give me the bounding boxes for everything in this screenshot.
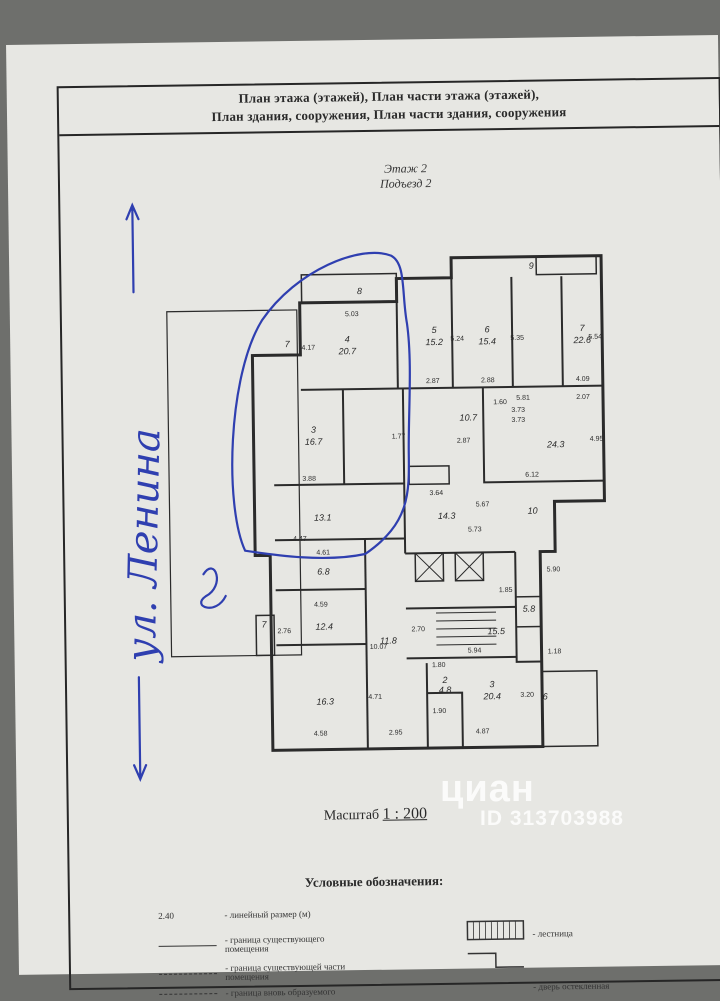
legend-right-text: - дверь остекленная: [533, 980, 610, 992]
dimension-label: 1.60: [493, 399, 507, 406]
handwritten-street-name: ул. Ленина: [119, 428, 170, 664]
scale-caption: Масштаб: [323, 807, 380, 824]
scale-label: Масштаб 1 : 200: [324, 805, 427, 824]
room-area: 12.4: [315, 621, 333, 631]
dimension-label: 10.07: [370, 644, 388, 651]
room-area: 22.6: [572, 335, 591, 345]
legend-line-dashed: [159, 972, 218, 975]
dimension-label: 4.47: [293, 536, 307, 543]
document-sheet: План этажа (этажей), План части этажа (э…: [6, 35, 720, 998]
legend-item: - граница вновь образуемого: [159, 987, 335, 999]
dimension-label: 5.35: [510, 335, 524, 342]
room-area: 14.3: [438, 511, 456, 521]
room-number: 8: [357, 286, 362, 296]
dimension-label: 5.81: [516, 395, 530, 402]
dimension-label: 3.64: [429, 490, 443, 497]
legend-symbols: [466, 920, 525, 968]
dimension-label: 4.71: [368, 694, 382, 701]
dimension-label: 2.95: [389, 730, 403, 737]
handwritten-markings: [125, 202, 411, 782]
legend-line-solid: [158, 944, 217, 947]
room-area: 6.8: [317, 567, 330, 577]
room-area: 20.7: [338, 346, 358, 356]
dimension-label: 4.58: [314, 731, 328, 738]
dimension-label: 4.95: [590, 436, 604, 443]
watermark-logo: циан: [440, 768, 535, 810]
dimension-label: 5.67: [476, 501, 490, 508]
dimension-label: 1.90: [433, 708, 447, 715]
dimension-label: 3.88: [302, 476, 316, 483]
legend-item: - граница существующего помещения: [158, 933, 365, 955]
room-area: 4.8: [439, 685, 452, 695]
room-area: 5.8: [523, 604, 536, 614]
legend-right-text: - лестница: [532, 928, 573, 939]
room-area: 20.4: [482, 691, 501, 701]
room-area: 24.3: [546, 439, 565, 449]
dimension-label: 4.09: [576, 376, 590, 383]
room-number: 10: [528, 506, 538, 516]
dimension-label: 4.61: [316, 549, 330, 556]
room-number: 6: [484, 324, 489, 334]
cian-watermark: циан ID 313703988: [440, 768, 624, 831]
dimension-label: 1.85: [499, 587, 513, 594]
room-area: 15.2: [425, 337, 443, 347]
room-area: 10.7: [459, 412, 478, 422]
room-number: 7: [285, 339, 291, 349]
room-area: 15.5: [487, 626, 506, 636]
room-number: 5: [431, 325, 437, 335]
dimension-label: 2.70: [411, 626, 425, 633]
dimension-label: 4.17: [301, 345, 315, 352]
dimension-label: 5.03: [345, 311, 359, 318]
legend-text: - граница существующей части помещения: [225, 961, 346, 982]
dimension-label: 1.18: [548, 648, 562, 655]
scale-value: 1 : 200: [382, 805, 428, 823]
room-area: 13.1: [314, 512, 332, 522]
room-number: 7: [579, 323, 585, 333]
dimension-label: 2.87: [457, 438, 471, 445]
dimension-label: 1.80: [432, 662, 446, 669]
room-number: 3: [311, 425, 316, 435]
watermark-id: ID 313703988: [480, 807, 624, 830]
room-number: 3: [489, 679, 494, 689]
room-area: 11.8: [380, 636, 397, 646]
room-number: 7: [262, 619, 268, 629]
room-number: 6: [543, 691, 548, 701]
dimension-label: 6.12: [525, 472, 539, 479]
dimension-label: 4.59: [314, 602, 328, 609]
legend-text: - линейный размер (м): [224, 909, 311, 921]
dimension-label: 2.88: [481, 377, 495, 384]
dimension-label: 5.54: [588, 334, 602, 341]
document-frame: План этажа (этажей), План части этажа (э…: [56, 76, 720, 998]
dimension-label: 2.07: [576, 394, 590, 401]
dimension-label: 3.73: [511, 407, 525, 414]
dimension-label: 5.73: [468, 526, 482, 533]
room-area: 16.7: [305, 437, 324, 447]
room-number: 9: [529, 261, 534, 271]
room-area: 15.4: [478, 336, 496, 346]
dimension-label: 2.76: [277, 628, 291, 635]
terrace-outline: [166, 309, 303, 658]
dimension-label: 5.24: [450, 336, 464, 343]
floor-plan-drawing: 4 20.7 5 15.2 6 15.4 7 22.6 9 8 7 3 16.7…: [119, 202, 606, 782]
room-area: 16.3: [316, 696, 334, 706]
dimension-label: 5.90: [547, 566, 561, 573]
building-outline: [250, 254, 606, 752]
legend-item: - граница существующей части помещения: [159, 961, 365, 983]
dimension-label: 3.73: [511, 417, 525, 424]
legend-title: Условные обозначения:: [304, 872, 444, 890]
legend-line-dashdot: [159, 993, 218, 996]
dimension-label: 3.20: [520, 692, 534, 699]
dimension-label: 5.94: [468, 647, 482, 654]
legend-text: - граница вновь образуемого: [225, 986, 336, 999]
dimension-label: 1.77: [392, 433, 406, 440]
room-number: 4: [345, 334, 350, 344]
dimension-label: 2.87: [426, 378, 440, 385]
legend-mark: 2.40: [158, 911, 175, 922]
room-number: 2: [441, 675, 447, 685]
dimension-label: 4.87: [476, 728, 490, 735]
legend-text: - граница существующего помещения: [224, 933, 325, 955]
